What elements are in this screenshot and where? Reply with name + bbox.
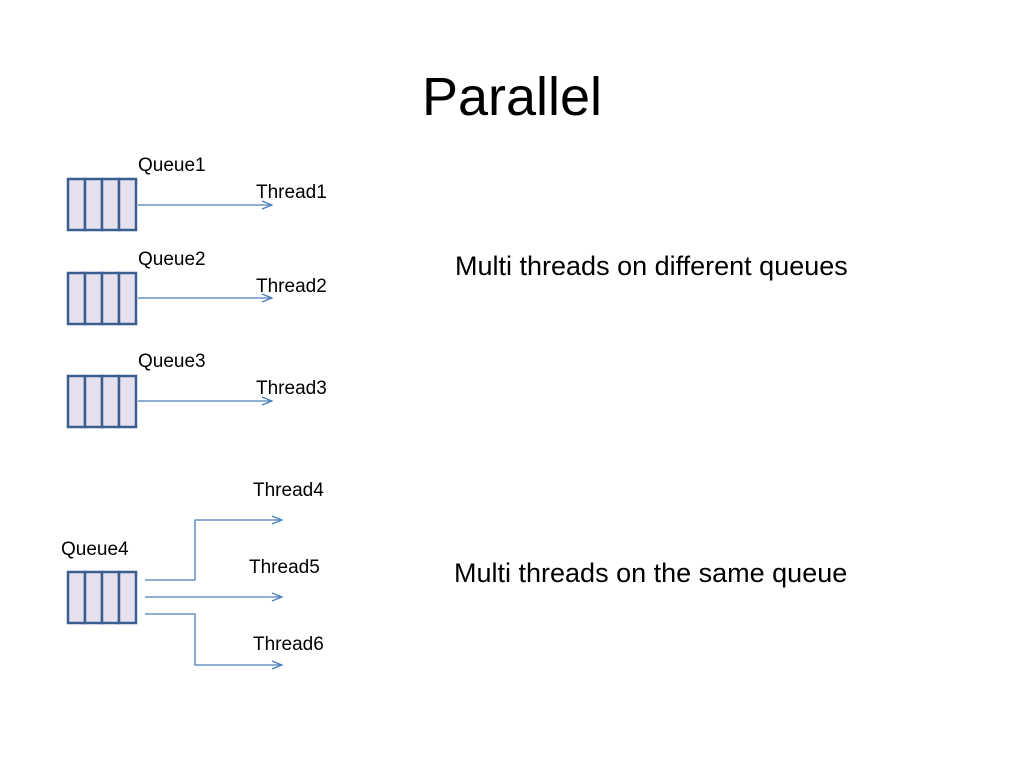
queue-2-label: Queue2 [138, 249, 206, 270]
slide-title: Parallel [421, 67, 603, 127]
thread-6-label: Thread6 [253, 634, 324, 655]
queue-2-icon [66, 271, 138, 326]
queue-1-icon [66, 177, 138, 232]
queue-4-icon [66, 570, 138, 625]
thread-6-arrow [145, 613, 282, 665]
thread-4-arrow [145, 520, 282, 581]
thread-5-label: Thread5 [249, 557, 320, 578]
caption-same-queue: Multi threads on the same queue [454, 558, 848, 588]
queue-3-icon [66, 374, 138, 429]
thread-2-label: Thread2 [256, 276, 327, 297]
thread-4-label: Thread4 [253, 480, 324, 501]
queue-1-label: Queue1 [138, 155, 206, 176]
thread-1-label: Thread1 [256, 182, 327, 203]
caption-different-queues: Multi threads on different queues [455, 251, 848, 281]
queue-4-label: Queue4 [61, 539, 129, 560]
queue-3-label: Queue3 [138, 351, 206, 372]
thread-3-label: Thread3 [256, 378, 327, 399]
